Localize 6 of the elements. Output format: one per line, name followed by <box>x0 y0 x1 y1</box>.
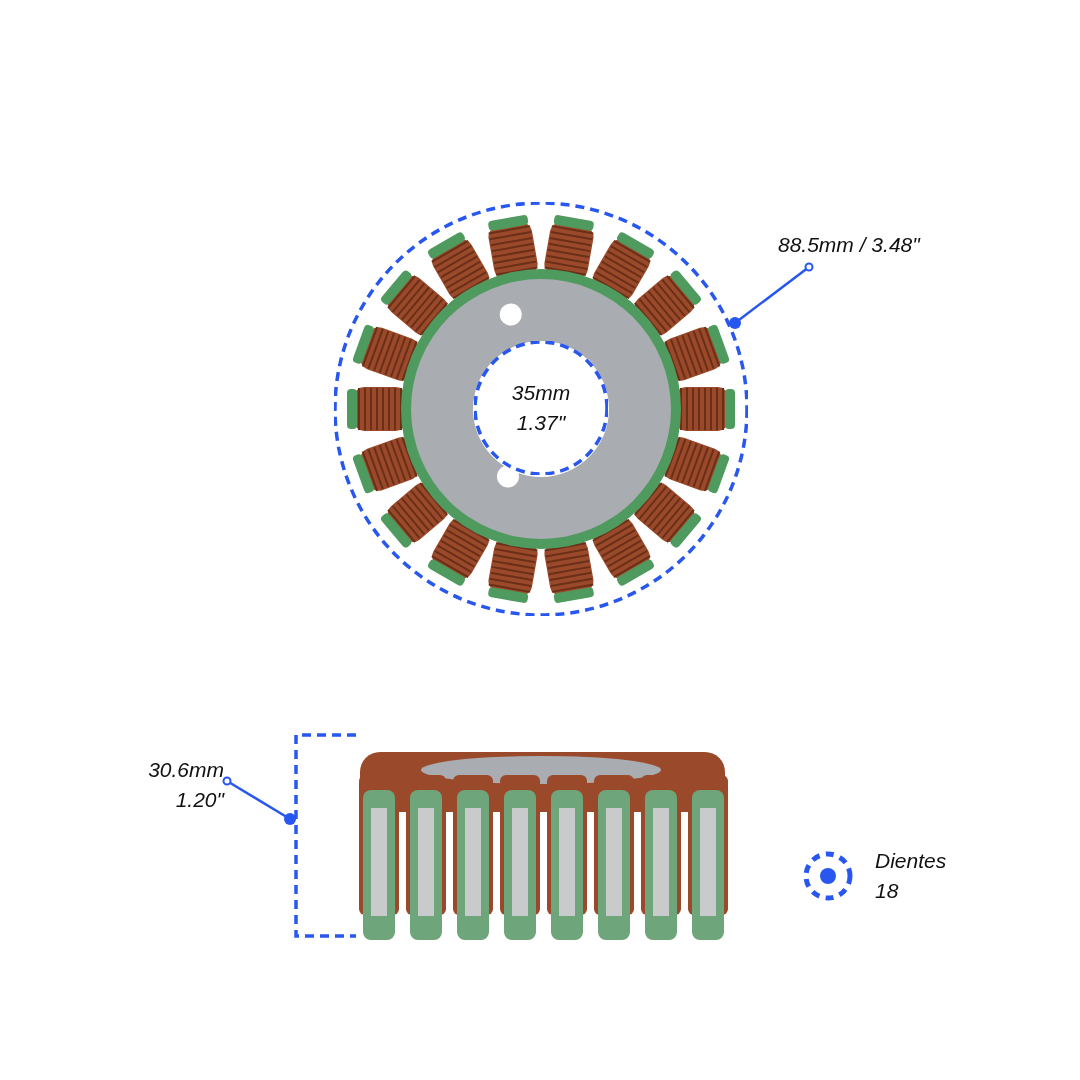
dimension-label: 88.5mm / 3.48" <box>778 232 922 258</box>
dimension-label: 30.6mm 1.20" <box>147 757 224 813</box>
dimension-label: 35mm 1.37" <box>510 380 572 436</box>
leader-line <box>222 776 296 825</box>
leader-line <box>729 262 814 329</box>
teeth-count-label: Dientes 18 <box>875 848 948 904</box>
